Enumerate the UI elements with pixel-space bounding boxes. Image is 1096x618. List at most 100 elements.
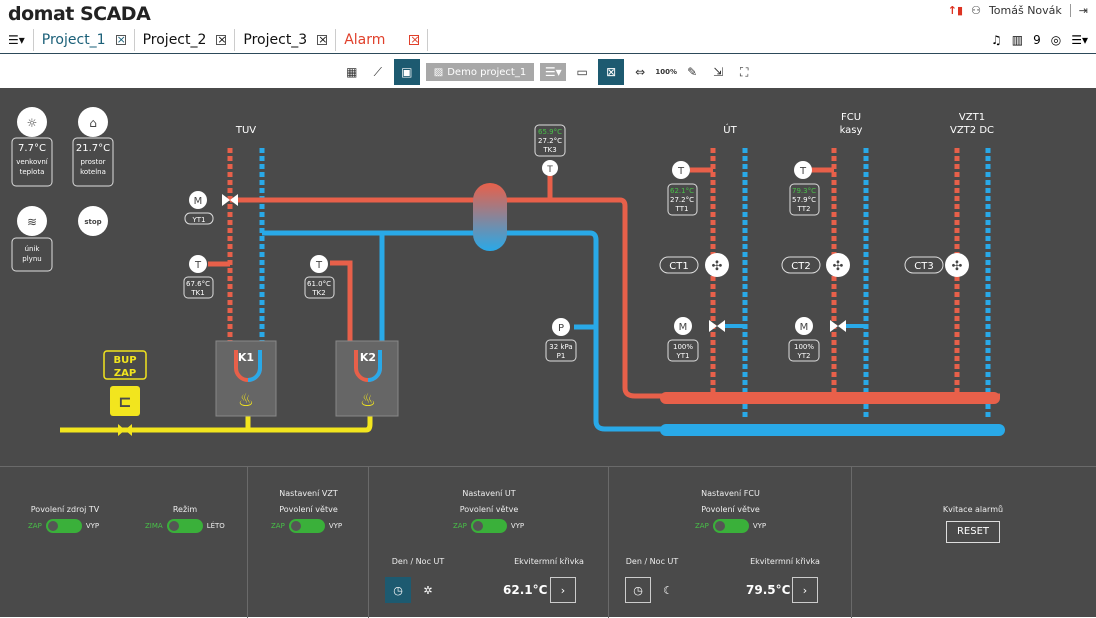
svg-text:⌂: ⌂ — [89, 116, 97, 130]
bup-box[interactable] — [103, 350, 147, 380]
thermometer-icon[interactable] — [672, 161, 690, 179]
fcu-curve-label: Ekvitermní křivka — [750, 557, 820, 566]
hot-collector — [660, 392, 1000, 404]
close-icon[interactable]: × — [115, 33, 126, 46]
pump-icon[interactable] — [945, 253, 969, 277]
motor-icon[interactable] — [674, 317, 692, 335]
ct1-label-box — [659, 256, 699, 274]
layers-menu-icon[interactable]: ☰▾ — [540, 63, 567, 81]
width-icon[interactable]: ⇔ — [635, 65, 646, 79]
pump-icon[interactable] — [705, 253, 729, 277]
room-temp-box[interactable] — [72, 137, 114, 187]
map-icon[interactable]: ▥ — [1011, 33, 1024, 47]
tab-project-2[interactable]: Project_2× — [135, 29, 236, 51]
scheme-icon[interactable]: ▣ — [393, 59, 420, 85]
toggle-on-label: ZAP — [453, 522, 467, 530]
user-name[interactable]: Tomáš Novák — [988, 4, 1062, 17]
gas-leak-box[interactable] — [11, 237, 53, 272]
p1-value: 32 kPa — [549, 343, 572, 351]
clock-icon[interactable]: ◷ — [385, 577, 411, 603]
tab-bar: ☰▾ Project_1 × Project_2× Project_3× Alar… — [0, 27, 1096, 54]
toggle-switch[interactable] — [712, 519, 749, 533]
motor-icon[interactable] — [795, 317, 813, 335]
chevron-right-icon[interactable]: › — [792, 577, 818, 603]
moon-icon[interactable]: ☾ — [663, 583, 673, 597]
toggle-switch[interactable] — [166, 519, 203, 533]
ct3-label: CT3 — [914, 261, 933, 272]
fcu-title: Nastavení FCU — [701, 489, 760, 498]
fcu-toggle[interactable]: ZAP VYP — [695, 519, 766, 533]
close-icon[interactable]: × — [216, 33, 227, 46]
reset-button[interactable]: RESET — [946, 521, 1000, 543]
tab-project-3[interactable]: Project_3× — [235, 29, 337, 51]
thermometer-icon[interactable] — [542, 160, 558, 176]
toggle-switch[interactable] — [470, 519, 507, 533]
pump-icon[interactable] — [826, 253, 850, 277]
bell-icon[interactable]: ♫ — [990, 33, 1002, 47]
valve-icon[interactable] — [709, 320, 725, 332]
toggle-on-label: ZAP — [695, 522, 709, 530]
thermometer-icon[interactable] — [310, 255, 328, 273]
tab-alarm[interactable]: Alarm× — [336, 29, 429, 51]
list-menu-icon[interactable]: ☰▾ — [1071, 33, 1088, 47]
tt2-value: 57.9°C — [792, 196, 816, 204]
tab-label: Project_1 — [41, 32, 106, 48]
table-icon[interactable]: ▦ — [346, 65, 358, 79]
stop-icon[interactable] — [78, 206, 108, 236]
ct3-label-box — [904, 256, 944, 274]
chevron-right-icon[interactable]: › — [550, 577, 576, 603]
valve-icon[interactable] — [222, 194, 238, 206]
close-icon[interactable]: × — [409, 33, 420, 46]
valve-icon[interactable] — [830, 320, 846, 332]
svg-text:✣: ✣ — [712, 259, 723, 274]
motor-icon[interactable] — [189, 191, 207, 209]
gas-pipe — [60, 416, 373, 433]
svg-text:✣: ✣ — [833, 259, 844, 274]
room-temp-value: 21.7°C — [76, 143, 110, 154]
zoom-100-icon[interactable]: 100% — [655, 68, 678, 76]
thermometer-icon[interactable] — [794, 161, 812, 179]
pressure-icon[interactable] — [552, 318, 570, 336]
gas-valve-icon[interactable] — [110, 386, 140, 416]
menu-button[interactable]: ☰▾ — [0, 29, 34, 51]
tk3-value: 27.2°C — [538, 137, 562, 145]
p1-name: P1 — [557, 352, 566, 360]
toggle-switch[interactable] — [45, 519, 82, 533]
chart-icon[interactable]: ⟋ — [373, 64, 382, 79]
alarm-ack-title: Kvitace alarmů — [942, 505, 1004, 514]
project-select[interactable]: ▨Demo project_1 — [425, 63, 535, 81]
tab-project-1[interactable]: Project_1 × — [34, 29, 135, 51]
edit-icon[interactable]: ✎ — [687, 65, 698, 79]
clock-icon[interactable]: ◷ — [625, 577, 651, 603]
toggle-on-label: ZIMA — [145, 522, 163, 530]
heating-scheme: K1 K2 ♨ ♨ TUV ÚT FCU kasy VZT1 VZT2 DC ☼… — [11, 107, 1005, 436]
sun-icon[interactable]: ✲ — [423, 583, 433, 597]
logout-icon[interactable]: ⇥ — [1069, 4, 1088, 17]
toggle-off-label: VYP — [752, 522, 767, 530]
alarm-indicator-icon[interactable]: ↑▮ — [947, 4, 964, 17]
gas-leak-icon — [17, 206, 47, 236]
fullscreen-icon[interactable]: ⛶ — [740, 64, 749, 79]
tk3-setpoint: 65.9°C — [538, 128, 562, 136]
export-icon[interactable]: ⇲ — [713, 65, 724, 79]
outside-temp-box[interactable] — [11, 137, 53, 187]
flame-icon: ♨ — [360, 390, 376, 411]
thermometer-icon[interactable] — [189, 255, 207, 273]
alarm-count[interactable]: 9 — [1033, 33, 1041, 47]
close-icon[interactable]: × — [317, 33, 328, 46]
target-icon[interactable]: ◎ — [1050, 33, 1062, 47]
frame-icon[interactable]: ▭ — [576, 65, 588, 79]
toggle-switch[interactable] — [288, 519, 325, 533]
bup-label: BUP — [113, 355, 136, 366]
ut-label: ÚT — [723, 123, 737, 136]
outside-temp-value: 7.7°C — [18, 143, 46, 154]
svg-text:M: M — [194, 196, 203, 207]
svg-text:T: T — [799, 166, 807, 177]
svg-text:P: P — [558, 323, 564, 334]
fit-icon[interactable]: ⊠ — [598, 59, 625, 85]
